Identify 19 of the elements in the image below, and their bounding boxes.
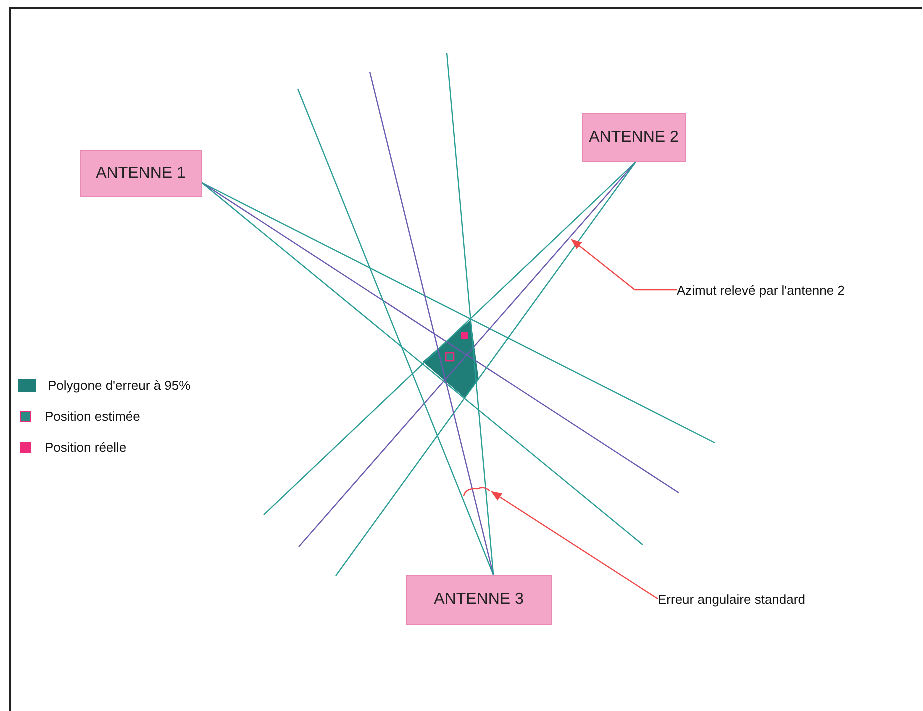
antenna-box: ANTENNE 2 [582, 113, 686, 162]
legend-label: Position réelle [45, 440, 127, 455]
antenna-box: ANTENNE 1 [80, 150, 202, 197]
annotation-text: Azimut relevé par l'antenne 2 [677, 281, 887, 299]
bearing-line [202, 182, 644, 546]
bearing-line [264, 162, 636, 516]
annotation-text: Erreur angulaire standard [658, 590, 848, 608]
bearing-line [369, 72, 494, 576]
bearing-line [298, 162, 637, 548]
antenna-box: ANTENNE 3 [406, 575, 552, 625]
legend-label: Position estimée [45, 409, 140, 424]
bearing-line [202, 182, 680, 494]
bearing-line [202, 182, 716, 444]
leader-line [571, 239, 677, 291]
bearing-line [336, 162, 637, 576]
bearing-line [446, 52, 494, 576]
bearing-line [297, 88, 494, 576]
leader-line [491, 491, 658, 600]
legend-label: Polygone d'erreur à 95% [48, 378, 191, 393]
